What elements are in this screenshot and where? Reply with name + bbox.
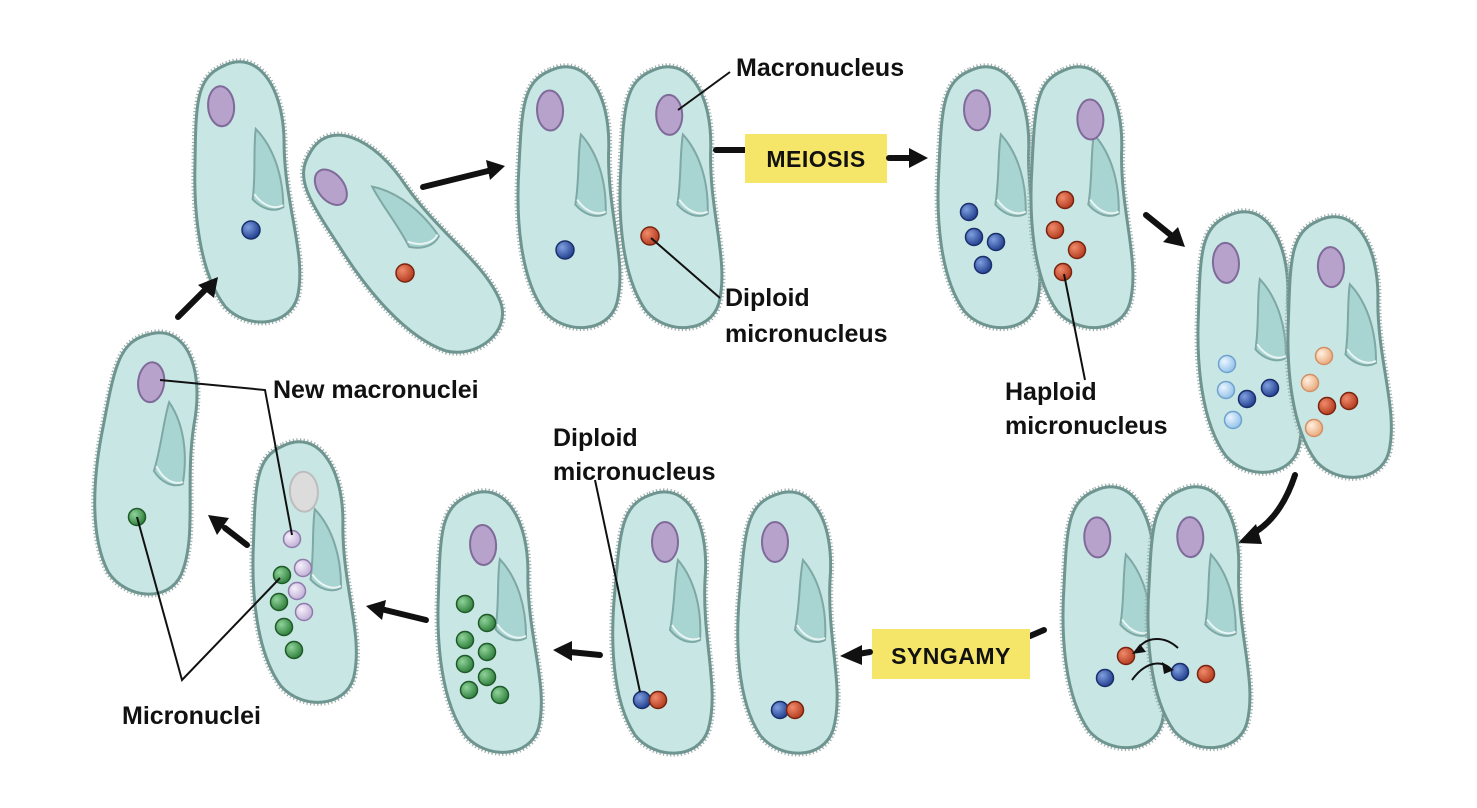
micronucleus-blue: [241, 220, 261, 240]
macronucleus: [1211, 241, 1240, 284]
macronucleus: [651, 521, 679, 563]
stage6-cell-b: [738, 492, 837, 753]
stage1-cell-a: [186, 59, 303, 327]
arrow-8-to-9: [208, 515, 250, 548]
arrow-3-to-4: [1143, 212, 1185, 247]
micronucleus-blue: [555, 240, 575, 260]
macronucleus: [207, 85, 236, 128]
label-syngamy: SYNGAMY: [891, 643, 1011, 669]
label-meiosis: MEIOSIS: [766, 146, 865, 172]
macronucleus: [1076, 98, 1105, 141]
stage1-cell-b: [279, 112, 518, 379]
stage6-cell-a: [613, 492, 712, 753]
macronucleus: [313, 168, 348, 206]
label-diploid-bottom-1: Diploid: [553, 424, 638, 452]
new-macronucleus: [137, 361, 166, 404]
label-micronuclei: Micronuclei: [122, 702, 261, 730]
arrow-6-to-7: [553, 641, 603, 661]
macronucleus-leader: [677, 71, 731, 111]
new-macronuclei-leader: [159, 379, 293, 536]
stage8-cell: [246, 439, 359, 705]
arrow-1-to-2: [420, 160, 505, 190]
macronucleus: [469, 524, 498, 566]
stage5-cell-a: [1058, 485, 1166, 750]
syngamy-step: SYNGAMY: [840, 627, 1047, 679]
macronucleus: [761, 521, 789, 563]
arrow-4-to-5: [1238, 472, 1298, 544]
macronucleus-degenerating: [288, 470, 319, 513]
haploid-leader: [1063, 273, 1086, 381]
stage3-cell-b: [1026, 65, 1134, 330]
stage3-cell-a: [933, 65, 1041, 330]
macronucleus: [1176, 516, 1205, 559]
micronucleus-red: [395, 263, 415, 283]
stage4-cell-b: [1281, 214, 1394, 480]
label-haploid-1: Haploid: [1005, 378, 1097, 406]
label-diploid-top-1: Diploid: [725, 284, 810, 312]
arrow-7-to-8: [366, 600, 429, 623]
label-diploid-top-2: micronucleus: [725, 320, 888, 348]
haploid-micronuclei-blue: [959, 202, 1006, 275]
micronuclei-stage4-cell-b: [1300, 346, 1359, 438]
stage2-cell-a: [513, 65, 621, 330]
micronuclei-leader: [136, 516, 281, 682]
micronuclei-stage4-cell-a: [1216, 354, 1280, 430]
stage2-cell-b: [615, 65, 723, 330]
syngamy-box: [872, 629, 1030, 679]
stage4-cell-a: [1191, 209, 1304, 475]
label-diploid-bottom-2: micronucleus: [553, 458, 716, 486]
label-macronucleus: Macronucleus: [736, 54, 904, 82]
stage9-cell: [84, 328, 210, 598]
diploid-top-leader: [650, 237, 721, 299]
diploid-micronucleus-pair-a: [632, 690, 668, 710]
stage7-cell: [431, 489, 544, 755]
arrow-9-to-1: [175, 277, 218, 320]
macronucleus: [963, 89, 992, 132]
macronucleus: [1316, 246, 1345, 289]
haploid-micronuclei-red: [1045, 190, 1087, 282]
label-haploid-2: micronucleus: [1005, 412, 1168, 440]
meiosis-step: MEIOSIS: [713, 134, 928, 183]
meiosis-box: [745, 134, 887, 183]
diploid-bottom-leader: [594, 479, 641, 693]
label-new-macronuclei: New macronuclei: [273, 376, 479, 404]
macronucleus: [536, 89, 565, 132]
macronucleus: [655, 93, 684, 136]
diploid-micronucleus-pair-b: [770, 700, 805, 720]
micronuclei-green-stage7: [455, 594, 510, 705]
stage5-cell-b: [1143, 485, 1251, 750]
micronuclei-exchange: [1095, 638, 1216, 688]
macronucleus: [1083, 516, 1112, 559]
